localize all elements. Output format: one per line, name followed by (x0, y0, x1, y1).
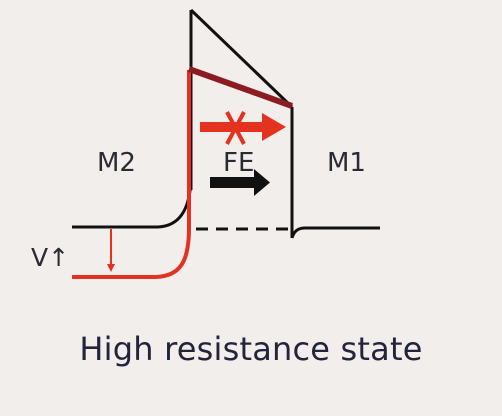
m2-biased-bending-curve (155, 70, 191, 279)
voltage-label: V↑ (31, 243, 69, 272)
right-arrow-crossed-icon (200, 111, 286, 145)
fe-biased-barrier-top-line (187, 66, 294, 109)
fe-barrier-top-line (189, 8, 294, 109)
biased-band-profile (72, 66, 294, 279)
right-arrow-icon (210, 169, 270, 196)
fe-label: FE (223, 148, 254, 178)
m1-label: M1 (327, 148, 366, 178)
m2-label: M2 (97, 148, 136, 178)
state-caption: High resistance state (79, 330, 423, 368)
m1-band-bending-curve (290, 226, 306, 239)
m2-band-bending-curve (157, 177, 193, 229)
